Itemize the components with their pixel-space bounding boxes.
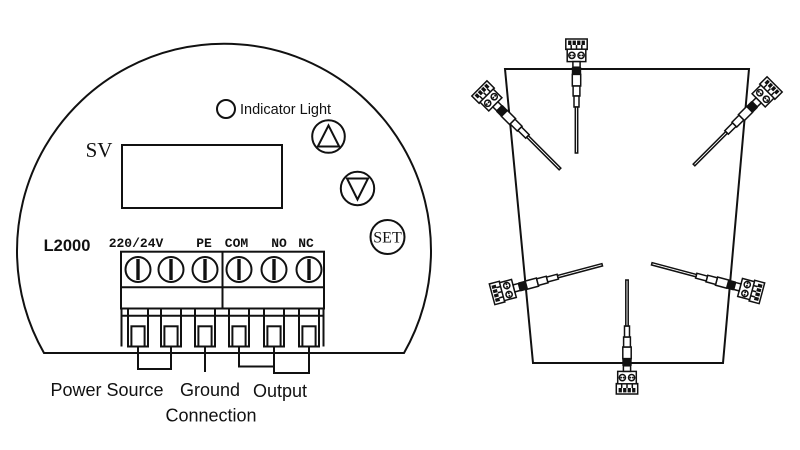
power-jumper-wire (137, 346, 172, 370)
sv-display (121, 144, 283, 209)
terminal-label-power: 220/24V (109, 236, 164, 251)
down-button (339, 170, 376, 207)
up-arrow-icon (316, 123, 341, 148)
controller-housing (16, 42, 432, 354)
ground-label-line2: Connection (165, 406, 256, 426)
set-button-label: SET (373, 230, 402, 247)
level-sensor-mid-right (648, 252, 766, 305)
model-label: L2000 (44, 237, 91, 255)
controller-face-diagram: SV Indicator Light SET L2000 220/24V PE … (16, 42, 432, 426)
sv-label: SV (86, 138, 113, 162)
output-jumper-wires (238, 346, 310, 374)
wiring (137, 346, 310, 374)
set-button: SET (369, 219, 406, 255)
power-source-label: Power Source (50, 380, 163, 400)
down-arrow-icon (345, 177, 370, 202)
indicator-light-icon (216, 99, 236, 119)
terminal-block (120, 250, 325, 374)
level-sensor-top-right (685, 76, 783, 174)
wire-clamp-comb (120, 307, 325, 348)
terminal-label-no: NO (271, 236, 287, 251)
level-sensor-bottom-center (615, 279, 639, 395)
level-sensor-mid-left (488, 253, 606, 306)
level-sensor-top-center (565, 38, 588, 154)
up-button (311, 119, 346, 154)
tank-diagram (471, 38, 783, 395)
output-label: Output (253, 381, 307, 401)
ground-label-line1: Ground (180, 380, 240, 400)
screw-terminals (124, 256, 323, 283)
indicator-light-label: Indicator Light (240, 102, 331, 118)
terminal-label-com: COM (225, 236, 249, 251)
level-sensor-top-left (471, 80, 569, 178)
terminal-label-pe: PE (196, 236, 212, 251)
terminal-label-nc: NC (298, 236, 314, 251)
tank-outline (503, 68, 751, 364)
